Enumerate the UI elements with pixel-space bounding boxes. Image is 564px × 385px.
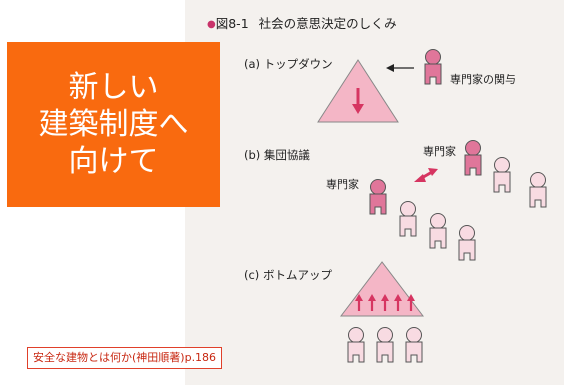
- overlay-title: 新しい 建築制度へ 向けて: [38, 70, 189, 179]
- person-figure: [529, 172, 547, 208]
- source-citation: 安全な建物とは何か(神田順著)p.186: [27, 347, 223, 369]
- expert-label-left: 専門家: [326, 178, 359, 191]
- person-figure: [405, 327, 423, 363]
- expert-label-right: 専門家: [423, 145, 456, 158]
- title-overlay: 新しい 建築制度へ 向けて: [7, 42, 220, 207]
- person-figure: [458, 225, 476, 261]
- left-arrow-icon: [386, 64, 414, 72]
- double-arrow-icon: [414, 168, 438, 182]
- up-arrows-icon: [355, 294, 415, 311]
- expert-figure-left: [369, 179, 387, 215]
- section-b-label: (b) 集団協議: [244, 148, 310, 162]
- person-figure: [347, 327, 365, 363]
- down-arrow-icon: [352, 88, 364, 114]
- person-figure: [399, 201, 417, 237]
- figure-title: ●図8-1 社会の意思決定のしくみ: [207, 13, 397, 32]
- figure-number: 図8-1: [215, 16, 249, 31]
- expert-figure-a: [424, 49, 442, 85]
- expert-involvement-label: 専門家の関与: [450, 73, 516, 86]
- section-a-label: (a) トップダウン: [244, 57, 333, 71]
- bullet-icon: ●: [207, 19, 216, 30]
- section-c-label: (c) ボトムアップ: [244, 268, 332, 282]
- expert-figure-right: [464, 140, 482, 176]
- bottomup-triangle: [339, 261, 425, 317]
- person-figure: [429, 213, 447, 249]
- person-figure: [376, 327, 394, 363]
- figure-caption: 社会の意思決定のしくみ: [258, 16, 397, 31]
- person-figure: [493, 157, 511, 193]
